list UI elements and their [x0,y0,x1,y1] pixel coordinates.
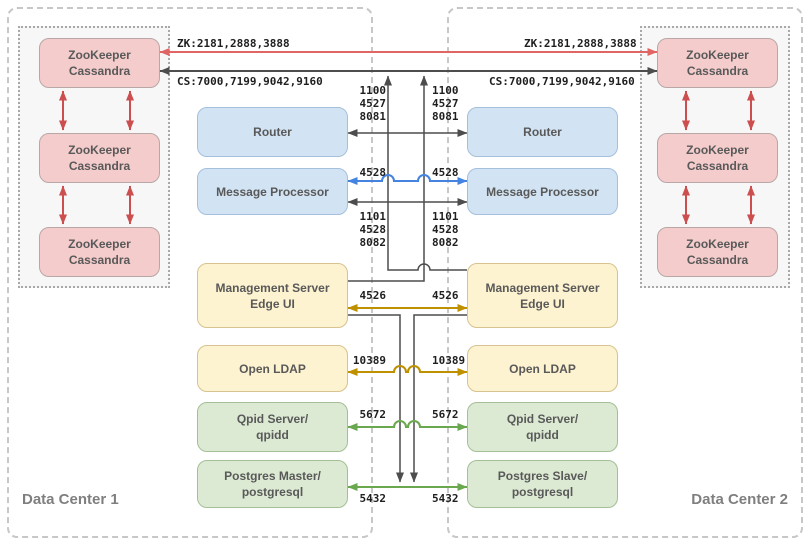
port-label: 8081 [359,110,387,123]
zk-cassandra-node: ZooKeeper Cassandra [657,227,778,277]
node-label: ZooKeeper [686,48,749,62]
port-label: 4527 [432,97,459,110]
ldap-port-left: 10389 [352,354,386,367]
zk-cassandra-node: ZooKeeper Cassandra [39,38,160,88]
zk-cassandra-node: ZooKeeper Cassandra [657,38,778,88]
port-label: 1101 [359,210,387,223]
mp-port-left: 4528 [359,166,387,179]
management-port-right: 4526 [432,289,459,302]
port-label: 1100 [359,84,387,97]
management-port-left: 4526 [359,289,387,302]
datacenter-2-boundary [447,7,803,538]
mp-port-right: 4528 [432,166,459,179]
zk-cassandra-node: ZooKeeper Cassandra [39,227,160,277]
mp-ports-left: 1101 4528 8082 [360,210,387,249]
node-label: ZooKeeper [68,143,131,157]
open-ldap-node-dc1: Open LDAP [197,345,348,392]
port-label: 4528 [432,223,459,236]
management-server-node-dc2: Management Server Edge UI [467,263,618,328]
node-label: Postgres Master/ [224,469,321,483]
postgres-port-left: 5432 [359,492,387,505]
open-ldap-node-dc2: Open LDAP [467,345,618,392]
node-label: Management Server [485,280,600,295]
postgres-port-right: 5432 [432,492,459,505]
postgres-master-node-dc1: Postgres Master/ postgresql [197,460,348,508]
node-label: Cassandra [68,159,131,173]
node-label: Qpid Server/ [506,412,579,426]
node-label: Cassandra [686,64,749,78]
node-label: Message Processor [216,184,329,199]
zk-cassandra-node: ZooKeeper Cassandra [657,133,778,183]
node-label: postgresql [241,485,304,499]
qpid-server-node-dc2: Qpid Server/ qpidd [467,402,618,452]
port-label: 1100 [432,84,459,97]
node-label: Router [253,125,292,139]
node-label: ZooKeeper [686,143,749,157]
node-label: Cassandra [68,64,131,78]
datacenter-2-label: Data Center 2 [691,491,788,508]
port-label: 4528 [359,223,387,236]
node-label: Management Server [215,280,330,295]
zk-cassandra-node: ZooKeeper Cassandra [39,133,160,183]
zookeeper-ports-label-right: ZK:2181,2888,3888 [524,37,637,50]
node-label: Cassandra [686,253,749,267]
node-label: Edge UI [520,296,565,311]
node-label: ZooKeeper [686,237,749,251]
router-ports-right: 1100 4527 8081 [432,84,459,123]
port-label: 8082 [432,236,459,249]
port-label: 8081 [432,110,459,123]
message-processor-node-dc1: Message Processor [197,168,348,215]
ldap-port-right: 10389 [432,354,466,367]
node-label: Open LDAP [239,361,306,376]
management-server-node-dc1: Management Server Edge UI [197,263,348,328]
node-label: ZooKeeper [68,48,131,62]
node-label: qpidd [256,428,289,442]
cassandra-ports-label-right: CS:7000,7199,9042,9160 [489,75,635,88]
node-label: Message Processor [486,184,599,199]
node-label: ZooKeeper [68,237,131,251]
port-label: 1101 [432,210,459,223]
zookeeper-ports-label-left: ZK:2181,2888,3888 [177,37,290,50]
qpid-port-right: 5672 [432,408,459,421]
postgres-slave-node-dc2: Postgres Slave/ postgresql [467,460,618,508]
node-label: Router [523,125,562,139]
node-label: Cassandra [68,253,131,267]
cassandra-ports-label-left: CS:7000,7199,9042,9160 [177,75,323,88]
port-label: 8082 [359,236,387,249]
port-label: 4527 [359,97,387,110]
qpid-port-left: 5672 [359,408,387,421]
node-label: qpidd [526,428,559,442]
mp-ports-right: 1101 4528 8082 [432,210,459,249]
message-processor-node-dc2: Message Processor [467,168,618,215]
router-node-dc1: Router [197,107,348,157]
node-label: Qpid Server/ [236,412,309,426]
router-node-dc2: Router [467,107,618,157]
qpid-server-node-dc1: Qpid Server/ qpidd [197,402,348,452]
node-label: Postgres Slave/ [497,469,588,483]
node-label: Edge UI [250,296,295,311]
node-label: Cassandra [686,159,749,173]
node-label: postgresql [511,485,574,499]
node-label: Open LDAP [509,361,576,376]
datacenter-1-label: Data Center 1 [22,491,119,508]
router-ports-left: 1100 4527 8081 [360,84,387,123]
